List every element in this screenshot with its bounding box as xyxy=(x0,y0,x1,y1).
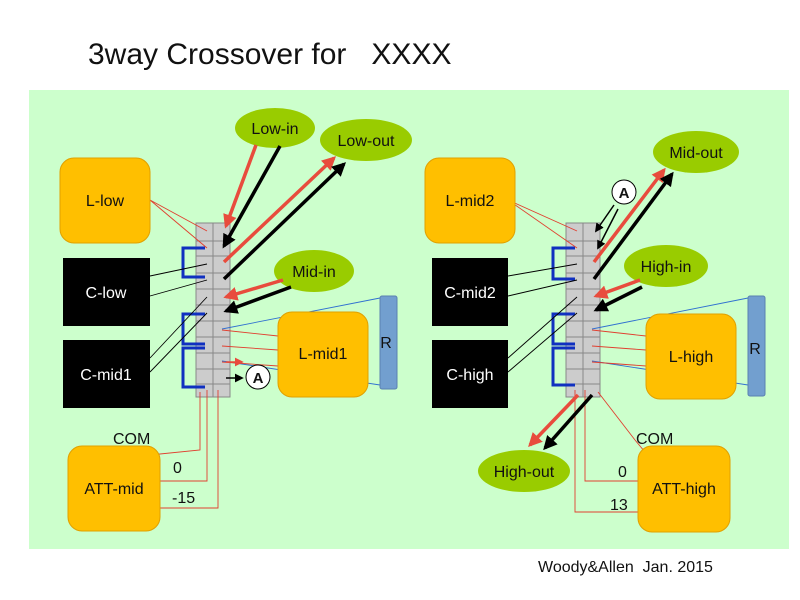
ellipse-high-in: High-in xyxy=(624,245,708,287)
ellipse-low-out: Low-out xyxy=(320,119,412,161)
resistor-bar-right: R xyxy=(747,295,766,397)
box-c-high: C-high xyxy=(432,340,508,408)
tap-0-label-right: 0 xyxy=(618,464,627,481)
svg-text:Low-in: Low-in xyxy=(251,121,298,138)
left-jumper-brackets xyxy=(181,246,205,389)
svg-text:L-high: L-high xyxy=(669,349,713,366)
svg-text:Mid-out: Mid-out xyxy=(669,145,723,162)
box-l-high: L-high xyxy=(645,313,737,400)
right-jumper-brackets xyxy=(551,246,575,387)
svg-text:High-in: High-in xyxy=(641,259,692,276)
svg-text:C-mid2: C-mid2 xyxy=(444,285,496,302)
com-label-left: COM xyxy=(113,431,150,448)
left-section: L-low C-low C-mid1 L-mid1 ATT-mid R Low-… xyxy=(59,108,412,532)
svg-text:C-mid1: C-mid1 xyxy=(80,367,132,384)
ellipse-high-out: High-out xyxy=(478,450,570,492)
svg-text:L-mid2: L-mid2 xyxy=(446,193,495,210)
left-signal-arrows xyxy=(222,144,347,314)
box-l-low: L-low xyxy=(59,157,151,244)
page-title: 3way Crossover for XXXX xyxy=(88,38,452,71)
svg-text:L-low: L-low xyxy=(86,193,125,210)
svg-text:High-out: High-out xyxy=(494,464,555,481)
tap-13-label: 13 xyxy=(610,497,628,514)
com-label-right: COM xyxy=(636,431,673,448)
resistor-bar-left: R xyxy=(379,295,398,390)
svg-text:ATT-high: ATT-high xyxy=(652,481,716,498)
right-signal-arrows xyxy=(528,167,674,451)
svg-text:R: R xyxy=(380,335,392,352)
ellipse-low-in: Low-in xyxy=(235,108,315,148)
marker-a-right: A xyxy=(611,179,637,205)
svg-text:Low-out: Low-out xyxy=(338,133,395,150)
box-c-mid2: C-mid2 xyxy=(432,258,508,326)
box-c-mid1: C-mid1 xyxy=(63,340,150,408)
box-c-low: C-low xyxy=(63,258,150,326)
svg-text:C-low: C-low xyxy=(86,285,127,302)
box-l-mid1: L-mid1 xyxy=(277,311,369,398)
credit-footer: Woody&Allen Jan. 2015 xyxy=(538,559,713,576)
marker-a-left: A xyxy=(245,364,271,390)
svg-text:ATT-mid: ATT-mid xyxy=(84,481,143,498)
right-thin-wires xyxy=(507,199,749,513)
box-l-mid2: L-mid2 xyxy=(424,157,516,244)
ellipse-mid-in: Mid-in xyxy=(274,250,354,292)
ellipse-mid-out: Mid-out xyxy=(653,131,739,173)
box-att-mid: ATT-mid xyxy=(67,445,161,532)
tap-minus15-label: -15 xyxy=(172,490,195,507)
right-section: L-mid2 C-mid2 C-high L-high ATT-high R M… xyxy=(424,131,766,533)
svg-text:R: R xyxy=(749,341,761,358)
svg-text:A: A xyxy=(619,185,630,202)
svg-text:Mid-in: Mid-in xyxy=(292,264,336,281)
svg-text:A: A xyxy=(253,370,264,387)
svg-text:C-high: C-high xyxy=(446,367,493,384)
tap-0-label-left: 0 xyxy=(173,460,182,477)
svg-text:L-mid1: L-mid1 xyxy=(299,346,348,363)
box-att-high: ATT-high xyxy=(637,445,731,533)
